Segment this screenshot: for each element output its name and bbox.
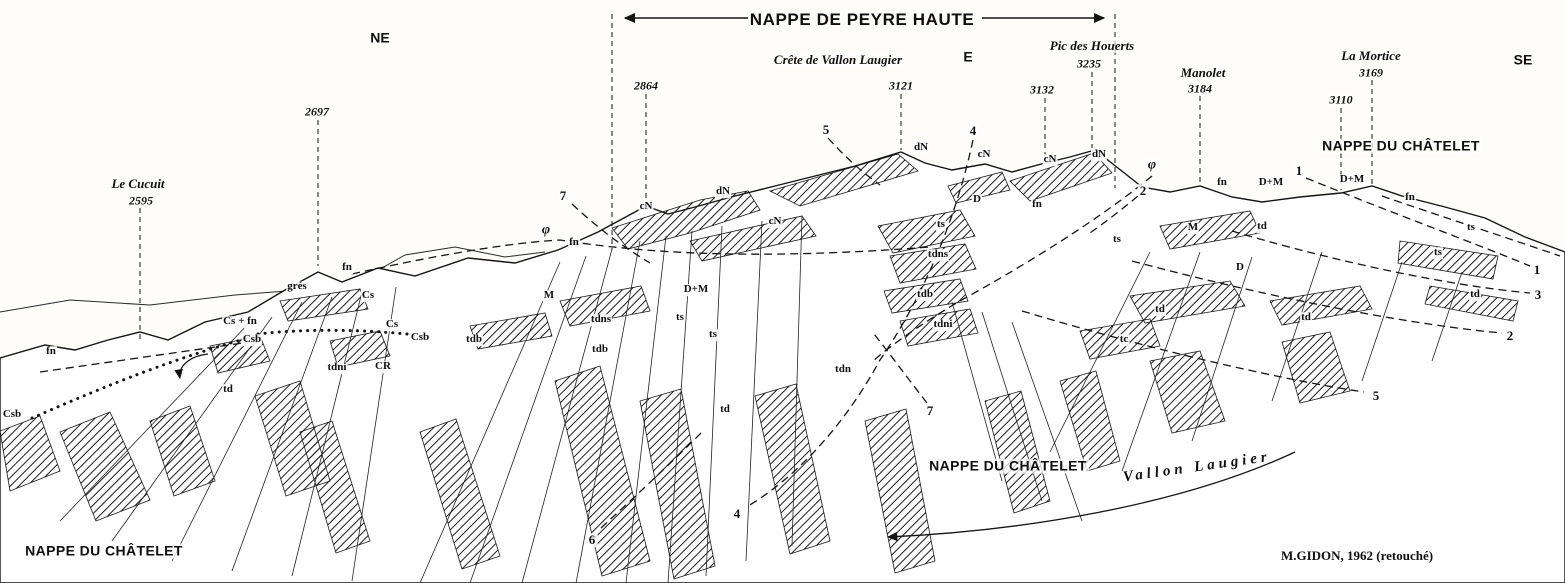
peak-pic-des-houerts: Pic des Houerts [1049,38,1135,54]
unit-tc: tc [1118,333,1130,346]
annotation-7-upper: 7 [557,188,569,204]
unit-tdn: tdn [834,363,852,376]
elevation-3121: 3121 [889,78,913,93]
unit-tdb: tdb [465,333,483,346]
phi-symbol-left: φ [540,222,552,239]
annotation-2-upper: 2 [1137,183,1149,199]
unit-ts: ts [708,328,718,341]
annotation-5-lower: 5 [1370,388,1382,404]
unit-D-plus-M: D+M [1257,176,1285,189]
annotation-4-upper: 4 [967,123,979,139]
unit-D: D [1235,261,1245,274]
elevation-3169: 3169 [1359,65,1383,80]
credit-line: M.GIDON, 1962 (retouché) [1280,548,1434,564]
direction-se: SE [1513,51,1533,68]
unit-td: td [1154,303,1166,316]
elevation-3184: 3184 [1188,81,1212,96]
unit-fn: fn [1031,198,1043,211]
title-nappe-du-chatelet-center: NAPPE DU CHÂTELET [927,457,1089,474]
title-nappe-du-chatelet-left: NAPPE DU CHÂTELET [23,542,185,559]
unit-M: M [1186,221,1200,234]
unit-Csb: Csb [1,408,23,421]
phi-symbol-right: φ [1146,157,1158,174]
unit-CR: CR [374,360,392,373]
title-nappe-de-peyre-haute: NAPPE DE PEYRE HAUTE [749,10,975,30]
annotation-1-upper: 1 [1293,163,1305,179]
unit-Cs: Cs [360,289,376,302]
skyline-path [0,149,1565,583]
direction-e: E [963,48,973,65]
hatched-areas [0,152,1519,580]
unit-ts: ts [1112,233,1122,246]
elevation-2595: 2595 [129,193,153,208]
unit-td: td [222,383,234,396]
unit-dN: dN [1090,148,1108,161]
unit-D-plus-M: D+M [682,283,710,296]
unit-td: td [719,403,731,416]
annotation-1-right: 1 [1531,262,1543,278]
unit-fn: fn [1216,176,1228,189]
peak-manolet: Manolet [1180,65,1226,81]
unit-Csb: Csb [241,333,263,346]
dotted-contact-lines [30,328,434,420]
unit-D: D [972,193,982,206]
unit-ts: ts [1466,221,1476,234]
annotation-5-upper: 5 [820,122,832,138]
unit-td: td [1300,311,1312,324]
annotation-6-lower: 6 [586,532,598,548]
unit-gres: grés [286,280,308,293]
unit-tdns: tdns [589,313,613,326]
unit-ts: ts [675,311,685,324]
unit-fn: fn [568,236,580,249]
unit-ts: ts [1433,246,1443,259]
unit-Cs: Cs [384,318,400,331]
annotation-2-right: 2 [1504,328,1516,344]
unit-fn: fn [1404,191,1416,204]
elevation-3110: 3110 [1329,92,1353,107]
unit-tdb: tdb [591,343,609,356]
unit-tdns: tdns [926,248,950,261]
elevation-2864: 2864 [634,78,658,93]
fold-arrow [174,353,209,380]
elevation-3235: 3235 [1077,56,1101,71]
peak-crete-de-vallon-laugier: Crête de Vallon Laugier [773,52,903,68]
annotation-4-lower: 4 [731,506,743,522]
unit-dN: dN [714,185,732,198]
gully-lines [59,215,1463,583]
elevation-3132: 3132 [1030,82,1054,97]
unit-cN: cN [1042,153,1058,166]
unit-M: M [542,289,556,302]
annotation-3-right: 3 [1532,287,1544,303]
unit-tdni: tdni [326,361,348,374]
unit-tdb: tdb [916,288,934,301]
unit-cN: cN [638,200,654,213]
annotation-7-lower: 7 [924,403,936,419]
unit-fn: fn [45,345,57,358]
valley-arrow [886,451,1296,542]
unit-cN: cN [976,148,992,161]
unit-td: td [1469,288,1481,301]
peak-la-mortice: La Mortice [1341,48,1401,64]
unit-td: td [1256,220,1268,233]
unit-fn: fn [341,261,353,274]
unit-dN: dN [912,141,930,154]
direction-ne: NE [370,29,390,46]
unit-Csb: Csb [409,331,431,344]
leader-lines [139,14,1373,342]
unit-ts: ts [936,218,946,231]
unit-D-plus-M: D+M [1338,173,1366,186]
peak-le-cucuit: Le Cucuit [111,176,165,192]
valley-vallon-laugier: Vallon Laugier [1122,448,1272,486]
unit-tdni: tdni [932,318,954,331]
title-nappe-du-chatelet-right: NAPPE DU CHÂTELET [1320,137,1482,154]
elevation-2697: 2697 [305,104,329,119]
unit-Cs-plus-fn: Cs + fn [222,315,258,328]
unit-cN: cN [767,215,783,228]
